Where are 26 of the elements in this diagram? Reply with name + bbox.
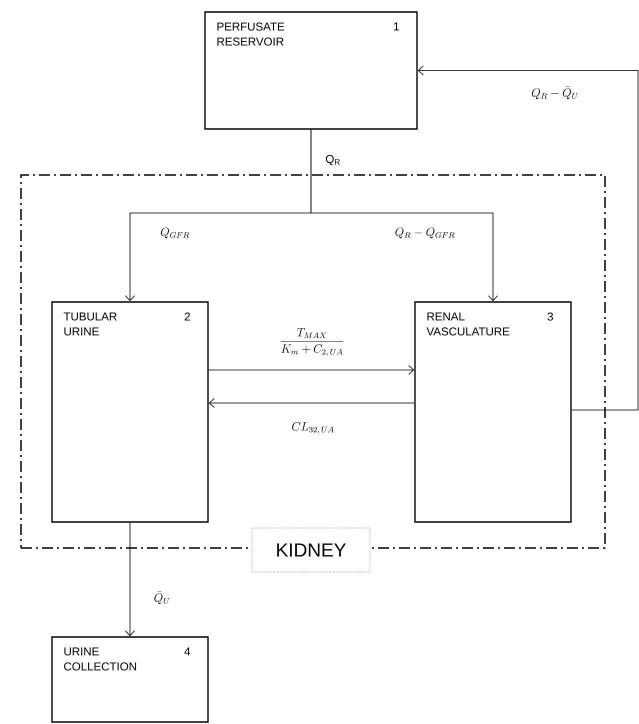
compartment-number: 4 bbox=[184, 648, 190, 656]
edge-label: $\bar{Q}_U$ bbox=[154, 592, 170, 604]
edge-label: $Q_R - \bar{Q}_U$ bbox=[532, 86, 578, 100]
arrow bbox=[208, 398, 415, 408]
compartment-number: 3 bbox=[548, 312, 553, 321]
compartment-name: RENAL VASCULATURE bbox=[426, 312, 510, 336]
arrow bbox=[310, 129, 498, 302]
compartment-name: TUBULAR URINE bbox=[64, 312, 117, 336]
flow-label: Q$_{R}$ bbox=[326, 154, 340, 166]
edge-label: $CL_{32,\,UA}$ bbox=[292, 422, 334, 434]
arrow bbox=[418, 66, 638, 410]
arrow bbox=[208, 365, 414, 375]
compartment-box bbox=[204, 11, 418, 130]
dash-dot-boundary bbox=[20, 174, 606, 572]
compartment-box bbox=[51, 301, 209, 523]
boundary-label: KIDNEY bbox=[252, 528, 370, 572]
edge-label: $\frac{T_{MAX}}{K_m + C_{2,\,UA}}$ bbox=[280, 328, 344, 356]
compartment-name: PERFUSATE RESERVOIR bbox=[217, 22, 284, 46]
compartment-number: 1 bbox=[394, 22, 399, 30]
compartment-name: URINE COLLECTION bbox=[64, 648, 136, 671]
compartment-box bbox=[414, 301, 572, 523]
arrow bbox=[125, 522, 135, 636]
compartment-box bbox=[51, 636, 209, 723]
compartment-number: 2 bbox=[184, 312, 190, 321]
edge-label: $Q_R - Q_{GFR}$ bbox=[395, 228, 455, 238]
edge-label: $Q_{GFR}$ bbox=[160, 228, 190, 238]
